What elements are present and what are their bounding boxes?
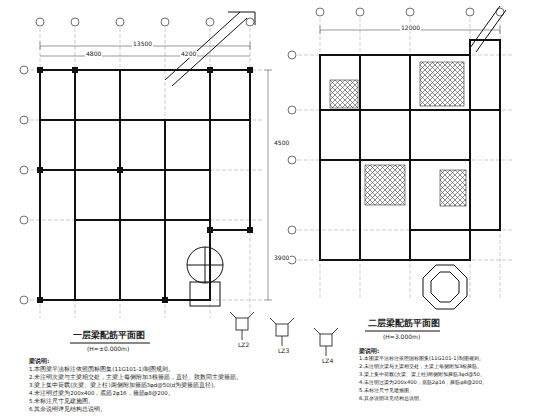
note-text: 1.本图梁平法标注依照国标图集(11G101-1)制图规则。 bbox=[358, 356, 550, 362]
drawing-label: 12000 bbox=[400, 25, 421, 32]
note-text: 3.梁上集中荷载(次梁、梁上柱)两侧附加箍筋3φd@50(d为梁箍筋直径)。 bbox=[28, 382, 330, 388]
dimension-line bbox=[320, 26, 500, 34]
stair bbox=[165, 12, 255, 306]
note-text: 6.其余说明详见结构总说明。 bbox=[358, 396, 550, 402]
drawing-label: 一层梁配筋平面图 bbox=[72, 330, 146, 340]
title-underline bbox=[70, 331, 440, 343]
stair bbox=[423, 6, 506, 309]
note-text: 5.未标注尺寸见建施图。 bbox=[28, 398, 330, 404]
note-text: 1.本图梁平法标注依照国标图集(11G101-1)制图规则。 bbox=[28, 366, 330, 372]
note-text: 3.梁上集中荷载(次梁、梁上柱)两侧附加箍筋3φd@50。 bbox=[358, 372, 550, 378]
drawing-label: (H=3.000m) bbox=[382, 334, 421, 341]
columns bbox=[37, 67, 253, 303]
grid-lines bbox=[30, 28, 262, 318]
drawing-label: LZ4 bbox=[321, 358, 334, 365]
drawing-label: 梁说明: bbox=[358, 348, 380, 355]
column-sections bbox=[230, 312, 338, 356]
note-text: 4.未注明过梁为200x400，底筋2φ16，箍筋φ8@200。 bbox=[28, 390, 330, 396]
note-text: 5.未标注尺寸见建施图。 bbox=[358, 388, 550, 394]
drawing-label: 4800 bbox=[85, 51, 102, 58]
grid-lines bbox=[298, 18, 512, 300]
beam-lines bbox=[40, 70, 250, 300]
drawing-label: (H=±0.000m) bbox=[86, 346, 130, 353]
note-text: 4.未注明过梁为200x400，底筋2φ16，箍筋φ8@200。 bbox=[358, 380, 550, 386]
drawing-label: 梁说明: bbox=[28, 358, 50, 365]
dimension-line bbox=[264, 70, 272, 300]
beam-lines bbox=[320, 40, 500, 260]
note-text: 2.未注明次梁与主梁相交处，主梁上每侧附加3根箍筋。 bbox=[358, 364, 550, 370]
note-text: 6.其余说明详见结构总说明。 bbox=[28, 406, 330, 412]
drawing-label: 二层梁配筋平面图 bbox=[367, 318, 441, 328]
drawing-label: LZ2 bbox=[237, 342, 250, 349]
drawing-label: 4500 bbox=[273, 140, 290, 147]
drawing-label: 4200 bbox=[180, 51, 197, 58]
note-text: 2.未注明次梁与主梁相交处，主梁上每侧附加3根箍筋，直径、肢数同主梁箍筋。 bbox=[28, 374, 330, 380]
drawing-label: 3900 bbox=[273, 255, 290, 262]
slab-hatch bbox=[330, 62, 466, 206]
drawing-label: 13500 bbox=[132, 41, 153, 48]
axis-bubbles bbox=[20, 18, 254, 304]
drawing-label: LZ3 bbox=[277, 348, 290, 355]
